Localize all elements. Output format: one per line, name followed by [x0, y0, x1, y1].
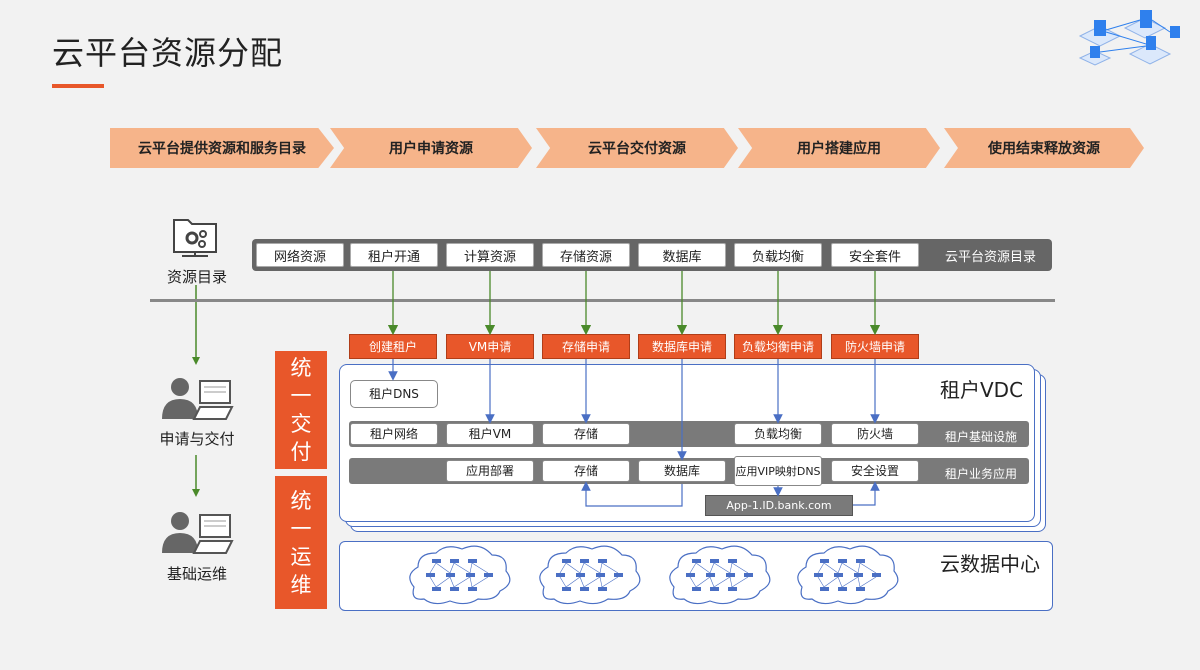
- infra-row-label: 租户基础设施: [945, 430, 1018, 444]
- catalog-item-compute[interactable]: 计算资源: [446, 243, 534, 267]
- request-storage[interactable]: 存储申请: [542, 334, 630, 359]
- cloud-network-illustration: [1078, 10, 1180, 66]
- side-label-apply: 申请与交付: [159, 430, 235, 448]
- process-step-1: 云平台提供资源和服务目录: [110, 128, 334, 168]
- request-vm[interactable]: VM申请: [446, 334, 534, 359]
- datacenter-title: 云数据中心: [940, 552, 1040, 576]
- request-firewall[interactable]: 防火墙申请: [831, 334, 919, 359]
- catalog-item-network[interactable]: 网络资源: [256, 243, 344, 267]
- infra-firewall: 防火墙: [831, 423, 919, 445]
- catalog-item-tenant[interactable]: 租户开通: [350, 243, 438, 267]
- unified-ops-label: 统 一 运 维: [275, 476, 327, 609]
- unified-ops-char: 统: [290, 488, 312, 513]
- side-label-ops: 基础运维: [166, 565, 227, 583]
- catalog-item-database[interactable]: 数据库: [638, 243, 726, 267]
- unified-delivery-char: 一: [290, 384, 312, 408]
- unified-delivery-char: 付: [290, 440, 312, 464]
- app-domain-box: App-1.ID.bank.com: [705, 495, 853, 516]
- process-step-4: 用户搭建应用: [738, 128, 940, 168]
- app-deploy: 应用部署: [446, 460, 534, 482]
- catalog-item-security[interactable]: 安全套件: [831, 243, 919, 267]
- title-underline: [52, 84, 104, 88]
- catalog-bar-label: 云平台资源目录: [945, 250, 1037, 265]
- unified-delivery-char: 统: [290, 356, 312, 380]
- app-row-label: 租户业务应用: [945, 467, 1018, 481]
- page-title: 云平台资源分配: [52, 34, 284, 72]
- process-step-3: 云平台交付资源: [536, 128, 738, 168]
- catalog-item-loadbalancer[interactable]: 负载均衡: [734, 243, 822, 267]
- divider-line: [150, 299, 1055, 302]
- user-computer-icon: [162, 378, 234, 420]
- infra-tenant-vm: 租户VM: [446, 423, 534, 445]
- app-database: 数据库: [638, 460, 726, 482]
- user-computer-icon: [162, 512, 234, 554]
- unified-delivery-label: 统 一 交 付: [275, 351, 327, 469]
- request-database[interactable]: 数据库申请: [638, 334, 726, 359]
- left-flow-arrows: [192, 285, 200, 497]
- app-vip-dns: 应用VIP映射DNS: [734, 456, 822, 486]
- request-loadbalancer[interactable]: 负载均衡申请: [734, 334, 822, 359]
- app-security-settings: 安全设置: [831, 460, 919, 482]
- process-step-2: 用户申请资源: [330, 128, 532, 168]
- unified-ops-char: 维: [290, 572, 312, 597]
- vdc-title: 租户VDC: [940, 378, 1024, 402]
- unified-ops-char: 运: [290, 544, 312, 569]
- process-step-5: 使用结束释放资源: [944, 128, 1144, 168]
- side-label-catalog: 资源目录: [166, 268, 227, 286]
- catalog-item-storage[interactable]: 存储资源: [542, 243, 630, 267]
- infra-tenant-network: 租户网络: [350, 423, 438, 445]
- datacenter-clouds: [409, 545, 899, 605]
- unified-delivery-char: 交: [290, 412, 312, 436]
- folder-gear-icon: [173, 219, 217, 257]
- unified-ops-char: 一: [290, 516, 312, 541]
- tenant-dns-node: 租户DNS: [350, 380, 438, 408]
